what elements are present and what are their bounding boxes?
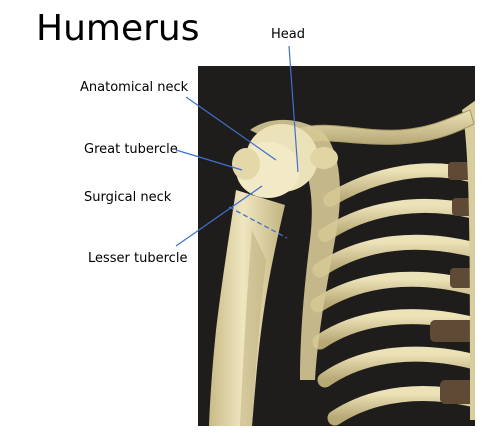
label-great-tubercle: Great tubercle	[84, 142, 178, 157]
label-anatomical-neck: Anatomical neck	[80, 80, 189, 95]
label-surgical-neck: Surgical neck	[84, 190, 172, 205]
surgical-neck-dashed-line	[228, 206, 288, 239]
label-head: Head	[271, 27, 305, 42]
coracoid	[310, 147, 338, 169]
lesser-tubercle-leader-line	[175, 185, 263, 247]
label-lesser-tubercle: Lesser tubercle	[88, 251, 188, 266]
page-title: Humerus	[36, 8, 200, 49]
head-leader-line	[288, 45, 299, 173]
clavicle	[299, 109, 475, 145]
sternum	[462, 100, 475, 420]
great-tubercle-leader-line	[175, 149, 243, 171]
anatomical-neck-leader-line	[185, 96, 277, 161]
greater-tubercle-shape	[232, 148, 260, 180]
scapula	[250, 119, 340, 381]
leader-lines	[175, 45, 299, 247]
